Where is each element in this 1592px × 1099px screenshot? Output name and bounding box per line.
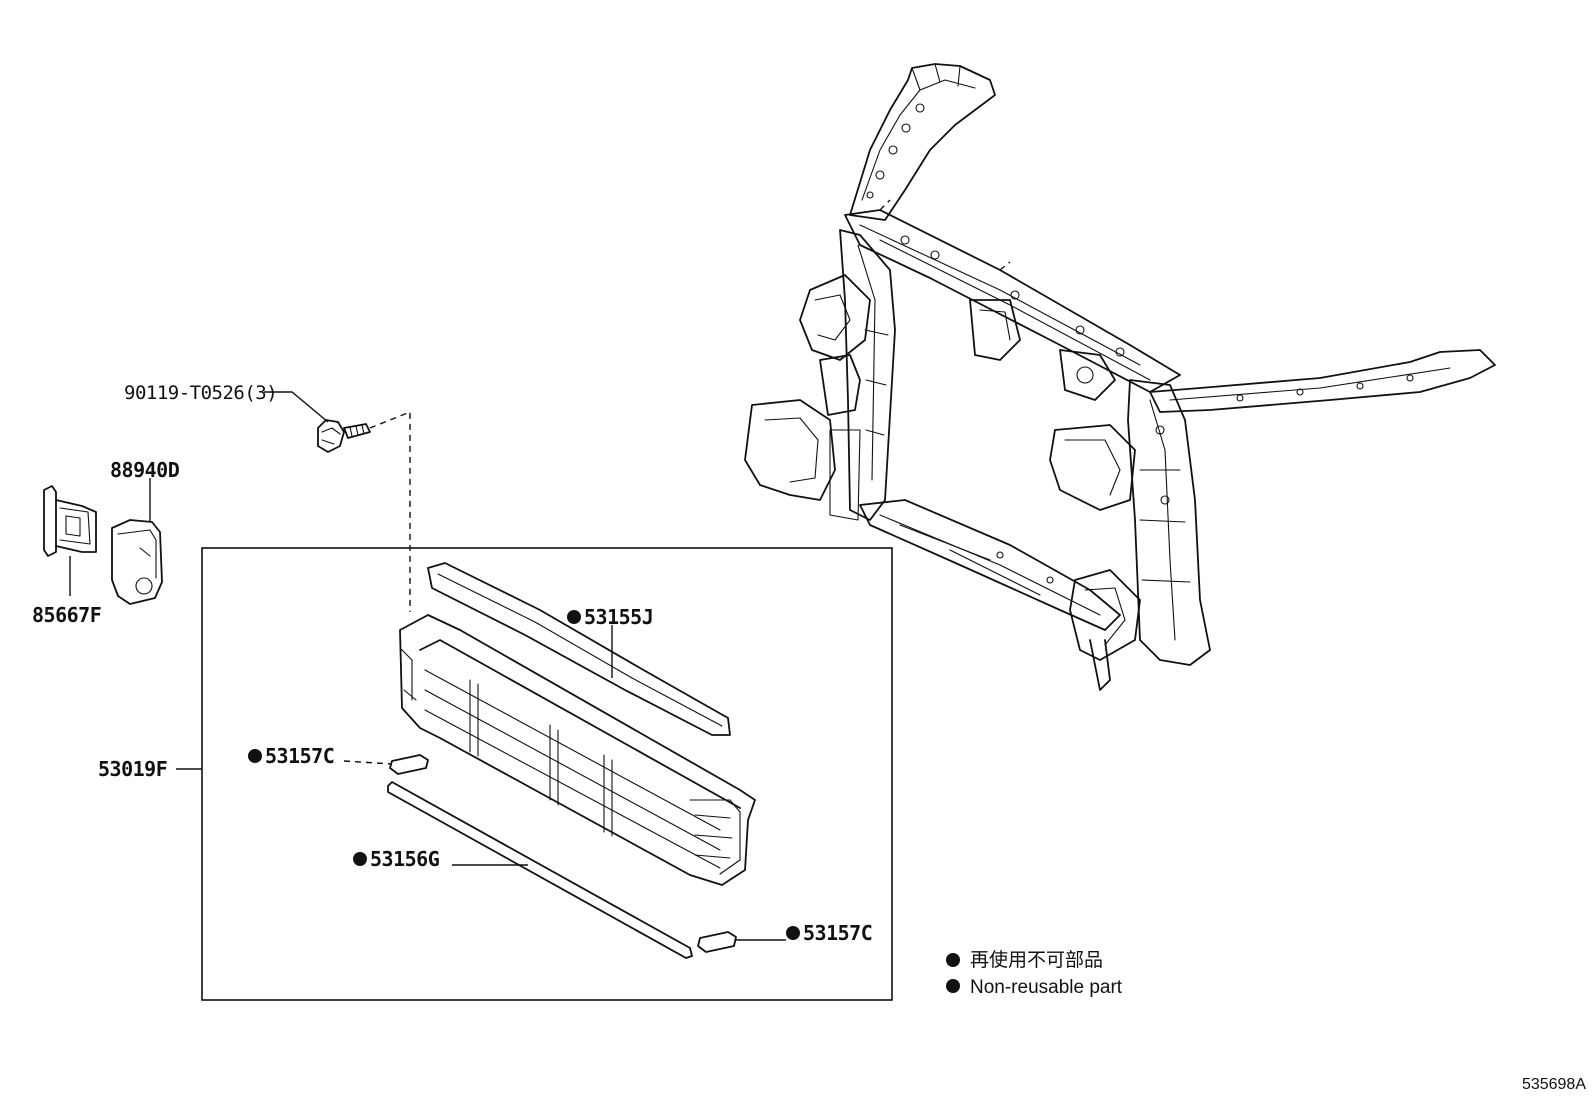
legend: 再使用不可部品 Non-reusable part	[946, 949, 1123, 998]
seal-right-callout: 53157C	[786, 921, 873, 945]
bracket-illustration	[43, 485, 97, 557]
non-reusable-dot	[353, 852, 367, 866]
bottom-seal-illustration	[387, 781, 693, 959]
seal-left-callout: 53157C	[248, 744, 335, 768]
bolt-part-number: 90119-T0526(3)	[124, 382, 277, 404]
radiator-support-illustration	[744, 63, 1496, 691]
left-seal-illustration	[389, 754, 429, 775]
legend-dot-japanese	[946, 953, 960, 967]
seal-left-leader	[343, 760, 393, 765]
seal-top-part-number: 53155J	[584, 605, 653, 629]
non-reusable-dot	[248, 749, 262, 763]
non-reusable-dot	[567, 610, 581, 624]
bolt-install-line	[369, 410, 411, 612]
assembly-part-number: 53019F	[98, 757, 167, 781]
top-seal-illustration	[427, 562, 731, 736]
non-reusable-dot	[786, 926, 800, 940]
legend-dot-english	[946, 979, 960, 993]
seal-bottom-part-number: 53156G	[370, 847, 440, 871]
bracket-part-number: 85667F	[32, 603, 101, 627]
bolt-illustration	[317, 419, 371, 453]
seal-top-callout: 53155J	[567, 605, 654, 629]
sensor-illustration	[111, 519, 163, 605]
diagram-code: 535698A	[1522, 1076, 1586, 1093]
bolt-leader	[264, 391, 329, 423]
legend-english: Non-reusable part	[970, 977, 1123, 998]
legend-japanese: 再使用不可部品	[970, 949, 1103, 971]
seal-right-part-number: 53157C	[803, 921, 872, 945]
assembly-box	[201, 547, 893, 1001]
sensor-part-number: 88940D	[110, 458, 180, 482]
right-seal-illustration	[697, 931, 737, 953]
shutter-assembly-illustration	[399, 614, 756, 886]
seal-left-part-number: 53157C	[265, 744, 334, 768]
seal-bottom-callout: 53156G	[353, 847, 440, 871]
